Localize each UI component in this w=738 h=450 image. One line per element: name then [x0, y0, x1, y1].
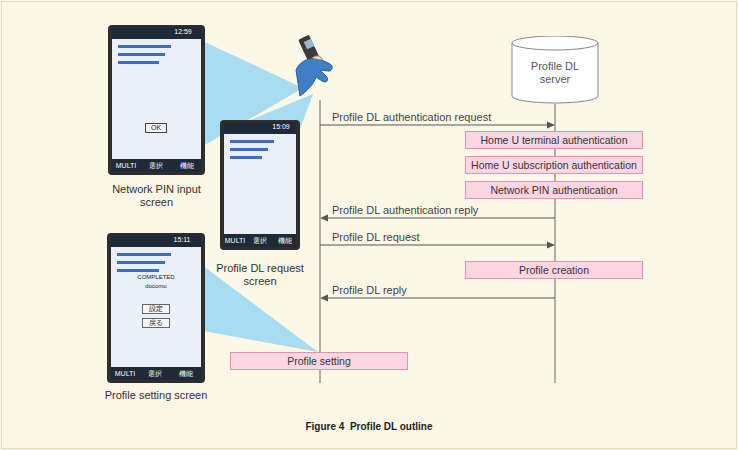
screen-text-bar: [118, 53, 165, 56]
message-label: Profile DL authentication reply: [332, 204, 478, 216]
screen-text-bar: [230, 148, 268, 151]
screen-text: COMPLETED: [121, 274, 191, 281]
softkey-label: MULTI: [111, 370, 139, 378]
screen-button: 設定: [142, 304, 170, 314]
softkey-label: MULTI: [112, 162, 140, 170]
process-box: Home U subscription authentication: [465, 156, 643, 174]
phone-screen: [112, 39, 201, 159]
screen-button: 戻る: [142, 318, 170, 328]
screen-text-bar: [230, 156, 262, 159]
screen-text: docomo: [121, 283, 191, 290]
screenshot: Network PIN input screen12:59OKMULTI選択機能: [108, 25, 205, 175]
process-label: Network PIN authentication: [466, 184, 642, 196]
lifeline: [320, 100, 321, 383]
screen-caption: Profile DL request screen: [205, 262, 315, 287]
softkey-label: MULTI: [223, 237, 247, 245]
process-box: Profile creation: [465, 261, 643, 279]
screen-text-bar: [117, 253, 171, 256]
softkey-label: 機能: [273, 237, 297, 245]
softkey-label: 機能: [172, 370, 200, 378]
softkey-label: 選択: [142, 370, 168, 378]
process-label: Home U terminal authentication: [466, 134, 642, 146]
message-label: Profile DL reply: [332, 284, 407, 296]
clock-time: 15:11: [165, 236, 199, 244]
screen-text-bar: [118, 45, 171, 48]
figure-caption: Figure 4 Profile DL outline: [0, 421, 738, 432]
process-box: Profile setting: [230, 352, 408, 370]
message-label: Profile DL request: [332, 231, 420, 243]
clock-time: 15:09: [266, 123, 296, 131]
process-label: Home U subscription authentication: [466, 159, 642, 171]
process-label: Profile setting: [231, 355, 407, 367]
screenshot: Profile setting screen15:11COMPLETEDdoco…: [107, 233, 205, 383]
softkey-label: 選択: [248, 237, 272, 245]
server-label: Profile DL server: [525, 60, 585, 85]
clock-time: 12:59: [166, 28, 200, 36]
process-box: Network PIN authentication: [465, 181, 643, 199]
message-label: Profile DL authentication request: [332, 111, 491, 123]
screen-caption: Profile setting screen: [86, 389, 226, 402]
screenshot: Profile DL request screen15:09MULTI選択機能: [220, 120, 300, 250]
softkey-label: 機能: [173, 162, 201, 170]
screen-text-bar: [117, 261, 165, 264]
softkey-label: 選択: [143, 162, 169, 170]
phone-hand-icon: [296, 35, 332, 96]
screen-text-bar: [118, 61, 159, 64]
ok-button: OK: [145, 123, 167, 133]
screen-caption: Network PIN input screen: [102, 183, 212, 208]
callout-wedge: [198, 262, 318, 352]
process-box: Home U terminal authentication: [465, 131, 643, 149]
screen-text-bar: [230, 140, 274, 143]
screen-text-bar: [117, 269, 159, 272]
process-label: Profile creation: [466, 264, 642, 276]
server-cylinder: Profile DL server: [511, 36, 599, 104]
